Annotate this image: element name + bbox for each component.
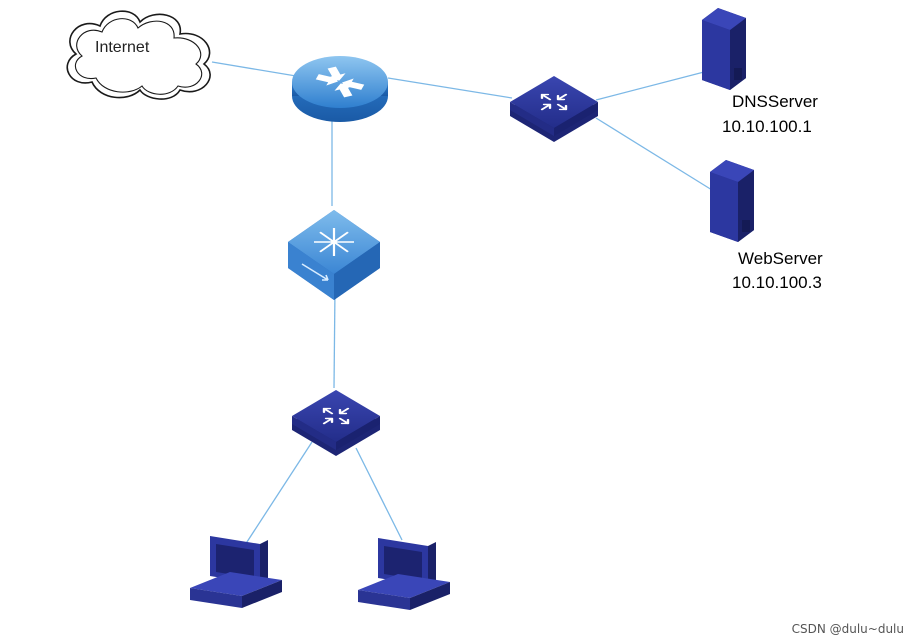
internet-cloud-icon — [66, 10, 211, 100]
link-switch-dns — [595, 71, 705, 101]
access-switch-icon — [292, 390, 380, 456]
dns-server-ip: 10.10.100.1 — [722, 117, 812, 136]
link-access-pc2 — [355, 447, 403, 541]
layer3-switch-icon — [288, 210, 380, 300]
pc-icon — [358, 538, 450, 610]
web-server-name: WebServer — [738, 249, 823, 268]
dns-server-icon — [702, 8, 746, 90]
pc-icon — [190, 536, 282, 608]
link-access-pc1 — [244, 441, 313, 546]
link-switch-web — [595, 117, 713, 191]
dns-server-name: DNSServer — [732, 92, 818, 111]
link-router-server-switch — [387, 77, 513, 99]
internet-label: Internet — [95, 39, 150, 56]
link-internet-router — [211, 61, 297, 77]
web-server-ip: 10.10.100.3 — [732, 273, 822, 292]
web-server-icon — [710, 160, 754, 242]
watermark: CSDN @dulu~dulu — [791, 622, 904, 636]
link-lines — [211, 61, 713, 546]
link-core-access — [333, 287, 336, 389]
core-router-icon — [292, 56, 388, 122]
server-switch-icon — [510, 76, 598, 142]
